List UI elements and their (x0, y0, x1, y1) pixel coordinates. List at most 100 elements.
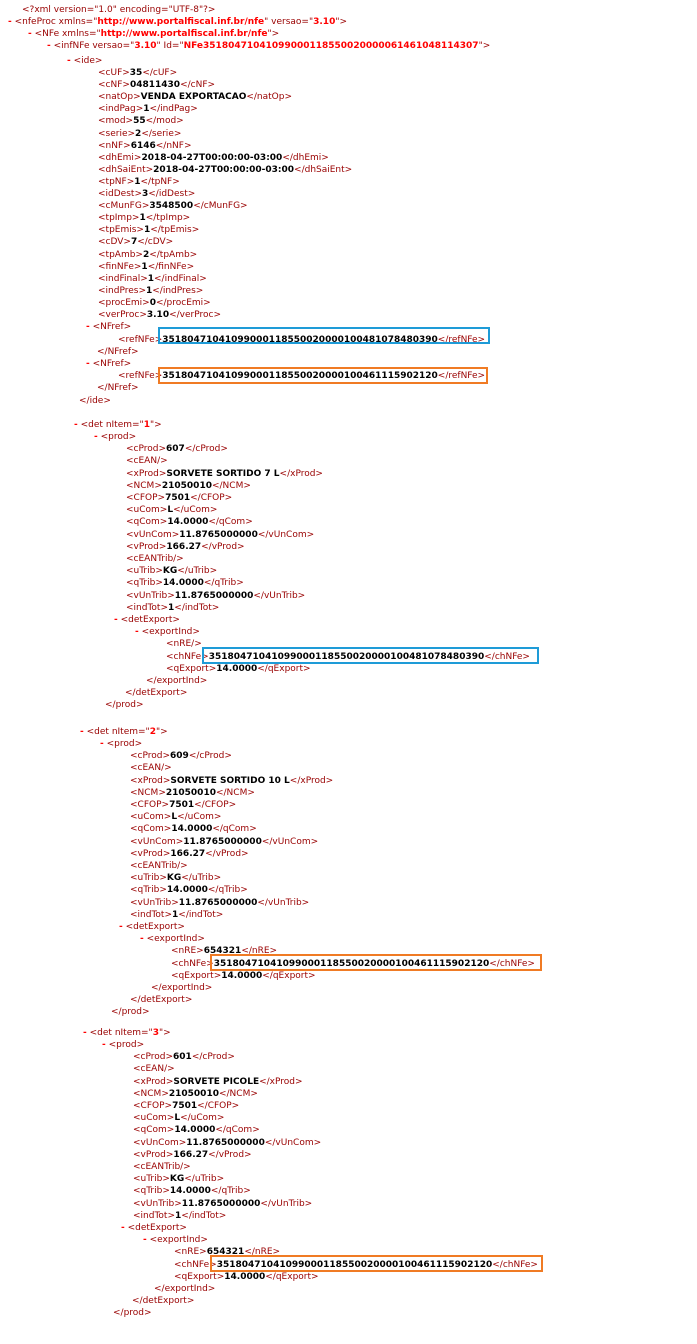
highlight-chNFe-2 (210, 953, 542, 971)
tag-bracket: "> (158, 1028, 171, 1038)
element-vUnCom: <vUnCom>11.8765000000</vUnCom> (130, 836, 318, 848)
collapse-toggle-exportInd[interactable]: - (143, 1235, 147, 1246)
NCM-value: 21050010 (168, 1088, 219, 1099)
tag-close: </vUnTrib> (257, 897, 310, 908)
close-prod: </prod> (111, 1006, 150, 1018)
idDest-value: 3 (141, 189, 149, 199)
tag-bracket: "> (267, 29, 280, 39)
refNFe-value: 3518047104109900011855002000010048107848… (162, 335, 438, 345)
CFOP-value: 7501 (169, 800, 195, 810)
tag-open: <uCom> (126, 505, 168, 516)
collapse-toggle-NFref[interactable]: - (86, 322, 90, 332)
tag-close: </prod> (113, 1308, 152, 1319)
NCM-value: 21050010 (161, 480, 212, 491)
tag-close: </qExport> (257, 663, 311, 674)
element-mod: <mod>55</mod> (98, 115, 184, 127)
collapse-toggle-detExport[interactable]: - (121, 1223, 125, 1233)
tpImp-value: 1 (139, 213, 146, 224)
finNFe-value: 1 (141, 261, 148, 272)
tag-close: </xProd> (289, 775, 334, 786)
tag-open: <indFinal> (98, 273, 148, 284)
element-vProd: <vProd>166.27</vProd> (130, 848, 249, 860)
tag-open: <indPres> (98, 285, 146, 296)
NFe-line: - <NFe xmlns="http://www.portalfiscal.in… (28, 28, 279, 40)
collapse-toggle-prod[interactable]: - (102, 1040, 106, 1050)
procEmi-value: 0 (149, 297, 156, 308)
collapse-toggle-prod[interactable]: - (94, 432, 98, 442)
cUF-value: 35 (129, 68, 143, 78)
tag-open: <cProd> (133, 1052, 174, 1063)
nfeProc-line: - <nfeProc xmlns="http://www.portalfisca… (8, 16, 347, 28)
tag-bracket: "> (149, 420, 162, 430)
element-cEANTrib: <cEANTrib/> (130, 860, 188, 872)
highlight-chNFe-1 (202, 646, 539, 664)
tag-open: <qTrib> (133, 1186, 170, 1197)
tag-open: <exportInd> (146, 934, 205, 945)
tag-close: </indFinal> (154, 273, 207, 284)
vUnCom-value: 11.8765000000 (183, 836, 262, 847)
tag-close: </indPag> (149, 104, 198, 115)
tag-close: </uTrib> (184, 1174, 225, 1185)
element-cProd: <cProd>607</cProd> (126, 443, 228, 455)
tag-close: </serie> (141, 128, 182, 139)
tag-close: </qCom> (208, 517, 253, 528)
vUnTrib-value: 11.8765000000 (181, 1198, 261, 1209)
uTrib-value: KG (166, 873, 182, 884)
collapse-toggle-exportInd[interactable]: - (140, 934, 144, 945)
element-NCM: <NCM>21050010</NCM> (133, 1088, 258, 1100)
collapse-toggle-infNFe[interactable]: - (47, 41, 51, 51)
tag-open: <NFe (34, 29, 62, 39)
tag-close: </refNFe> (437, 371, 486, 381)
tag-open: <mod> (98, 116, 134, 127)
uCom-value: L (167, 505, 174, 516)
tag-close: </xProd> (279, 468, 323, 479)
collapse-toggle-ide[interactable]: - (67, 56, 71, 66)
tag-open: <cProd> (130, 751, 171, 762)
tag-close: </procEmi> (155, 297, 211, 308)
tag-open: <qCom> (133, 1125, 175, 1136)
element-cNF: <cNF>04811430</cNF> (98, 79, 215, 91)
collapse-toggle-nfeProc[interactable]: - (8, 17, 12, 27)
tag-close: </vProd> (201, 541, 245, 552)
tag-close: </chNFe> (484, 651, 530, 662)
vUnTrib-value: 11.8765000000 (174, 590, 254, 601)
tag-close: </ide> (79, 396, 111, 406)
tag-close: </vUnTrib> (253, 590, 306, 601)
element-nRE: <nRE/> (166, 638, 202, 650)
tag-close: </tpEmis> (150, 225, 200, 236)
tag-close: </uTrib> (177, 566, 218, 577)
tag-open: <vUnCom> (126, 529, 180, 540)
open-NFref: - <NFref> (86, 358, 131, 370)
tag-open: <tpAmb> (98, 249, 143, 260)
collapse-toggle-NFref[interactable]: - (86, 359, 90, 369)
collapse-toggle-det[interactable]: - (74, 420, 78, 430)
tag-close: </verProc> (169, 310, 221, 320)
tag-open: <tpEmis> (98, 225, 144, 236)
tag-close: </indTot> (174, 602, 220, 613)
tag-open: <cProd> (126, 444, 167, 455)
collapse-toggle-NFe[interactable]: - (28, 29, 32, 39)
uCom-value: L (174, 1113, 181, 1124)
collapse-toggle-exportInd[interactable]: - (135, 627, 139, 638)
element-nRE: <nRE>654321</nRE> (171, 945, 277, 957)
collapse-toggle-det[interactable]: - (83, 1028, 87, 1038)
attr-name: nItem=" (114, 1028, 153, 1038)
collapse-toggle-detExport[interactable]: - (119, 922, 123, 932)
tag-close: </qTrib> (203, 578, 244, 589)
tag-close: </qCom> (212, 824, 257, 835)
element-tpAmb: <tpAmb>2</tpAmb> (98, 249, 197, 261)
collapse-toggle-prod[interactable]: - (100, 739, 104, 749)
empty-tag: <nRE/> (166, 639, 202, 650)
collapse-toggle-det[interactable]: - (80, 727, 84, 737)
tag-open: <cMunFG> (98, 201, 150, 212)
close-NFref: </NFref> (97, 346, 139, 358)
element-refNFe: <refNFe>35180471041099000118550020000100… (118, 334, 485, 346)
element-procEmi: <procEmi>0</procEmi> (98, 297, 211, 309)
element-uTrib: <uTrib>KG</uTrib> (130, 872, 221, 884)
collapse-toggle-detExport[interactable]: - (114, 615, 118, 625)
element-qCom: <qCom>14.0000</qCom> (133, 1124, 260, 1136)
tag-open: <detExport> (125, 922, 185, 932)
vProd-value: 166.27 (166, 541, 202, 552)
open-prod: - <prod> (94, 431, 136, 443)
tag-open: <NCM> (130, 787, 166, 798)
